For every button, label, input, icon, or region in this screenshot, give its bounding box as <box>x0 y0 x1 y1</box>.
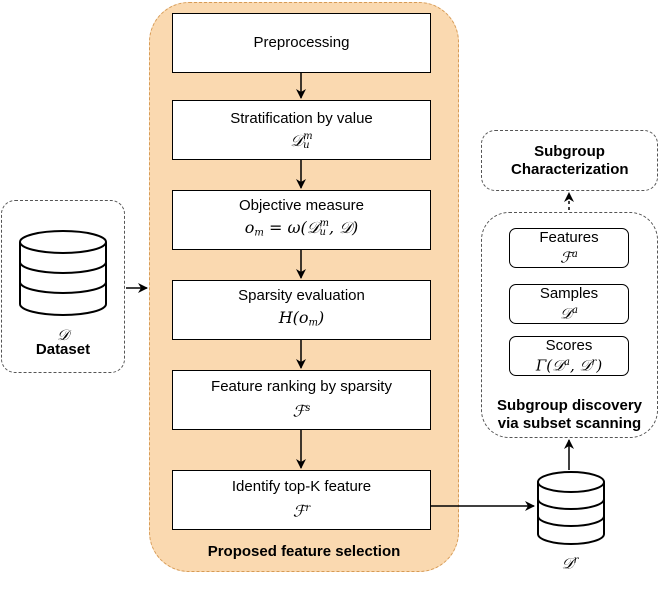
item-label: Features <box>539 228 599 246</box>
item-formula: ℱa <box>560 248 578 267</box>
step-sparsity-evaluation: Sparsity evaluation H(om) <box>172 280 431 340</box>
step-formula: H(om) <box>278 307 325 329</box>
discovery-title: Subgroup discovery via subset scanning <box>496 397 643 432</box>
step-label: Stratification by value <box>230 109 373 127</box>
subset-database-icon <box>537 471 605 545</box>
step-identify-top-k: Identify top-K feature ℱr <box>172 470 431 530</box>
characterization-box <box>481 130 658 191</box>
step-formula: ℱs <box>292 401 311 421</box>
characterization-title: Subgroup Characterization <box>511 143 629 178</box>
dataset-database-icon <box>19 230 107 316</box>
step-formula: ℱr <box>292 501 311 521</box>
item-formula: Γ(𝒟a, 𝒟r) <box>535 356 603 375</box>
item-formula: 𝒟a <box>560 304 578 323</box>
step-label: Objective measure <box>238 196 365 214</box>
step-feature-ranking: Feature ranking by sparsity ℱs <box>172 370 431 430</box>
item-label: Samples <box>539 284 599 302</box>
subset-symbol: 𝒟r <box>561 554 579 573</box>
discovery-item-features: Features ℱa <box>509 228 629 268</box>
step-label: Preprocessing <box>253 34 350 51</box>
discovery-item-samples: Samples 𝒟a <box>509 284 629 324</box>
panel-title: Proposed feature selection <box>207 543 401 560</box>
step-preprocessing: Preprocessing <box>172 13 431 73</box>
discovery-item-scores: Scores Γ(𝒟a, 𝒟r) <box>509 336 629 376</box>
step-label: Sparsity evaluation <box>238 286 365 304</box>
step-label: Feature ranking by sparsity <box>211 378 392 396</box>
step-label: Identify top-K feature <box>231 478 372 496</box>
dataset-label: Dataset <box>35 341 91 358</box>
item-label: Scores <box>545 336 593 354</box>
dataset-symbol: 𝒟 <box>57 326 69 344</box>
